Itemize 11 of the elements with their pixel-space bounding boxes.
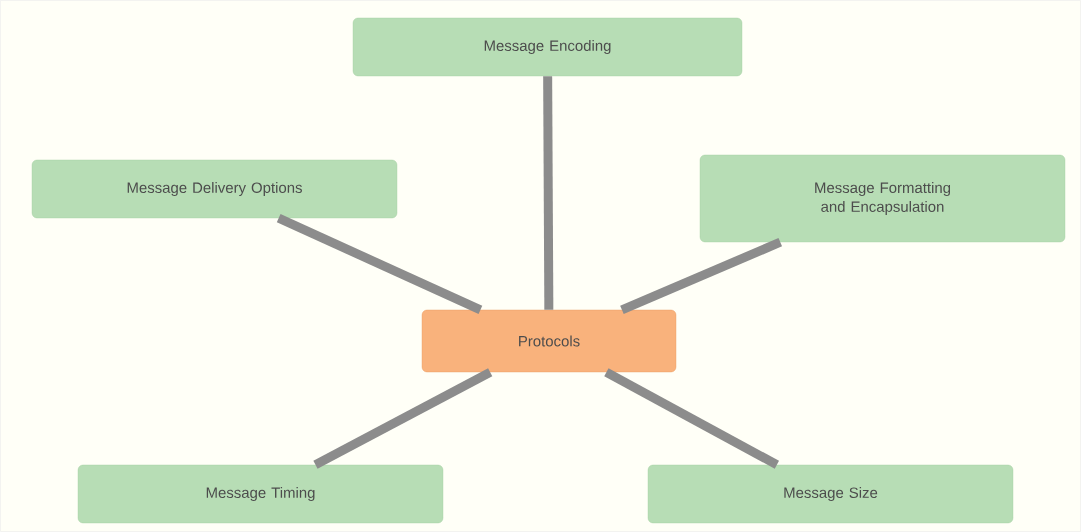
connector: [620, 238, 783, 314]
connector: [276, 214, 483, 314]
topic-box: Message Timing: [77, 464, 444, 524]
topic-box: Message Formatting and Encapsulation: [699, 154, 1066, 243]
topic-box: Message Delivery Options: [31, 159, 398, 219]
connector: [604, 368, 779, 469]
center-box: Protocols: [421, 309, 677, 373]
connector: [313, 368, 493, 469]
topic-box: Message Encoding: [352, 17, 743, 77]
topic-box: Message Size: [647, 464, 1014, 524]
connector: [543, 76, 554, 310]
